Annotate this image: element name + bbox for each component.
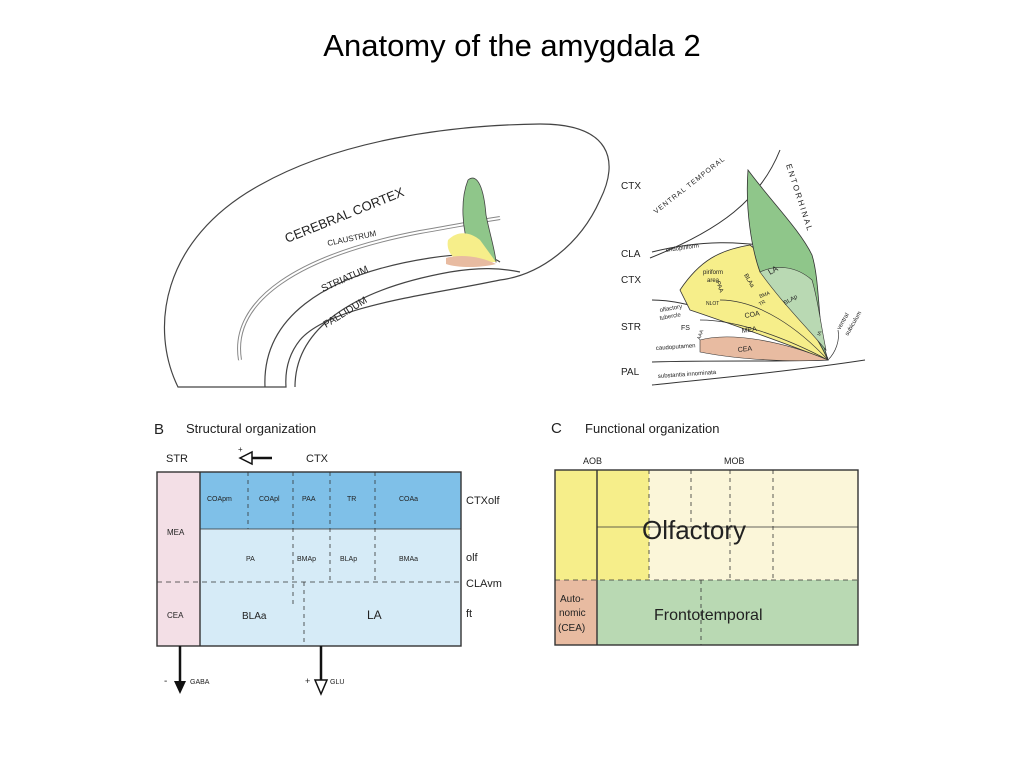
panel-b-title: Structural organization <box>186 421 316 436</box>
aob-column <box>555 470 597 580</box>
detail-row-ctx-1: CTX <box>621 181 641 192</box>
aob-label: AOB <box>583 456 602 466</box>
olfactory-tubercle-label-2: tubercle <box>659 312 682 322</box>
autonomic-label-1: Auto- <box>560 594 584 605</box>
endopiriform-label: endopiriform <box>665 243 699 254</box>
panel-a-brain <box>163 123 610 388</box>
ctx-to-str-arrow <box>238 450 272 466</box>
amygdala-yellow-region <box>447 233 496 262</box>
region-bma: BMA <box>759 290 772 300</box>
region-tr: TR <box>758 299 767 308</box>
panel-a-detail <box>649 149 866 386</box>
detail-row-cla: CLA <box>621 249 641 260</box>
vt-boundary-line <box>649 149 781 259</box>
autonomic-label-3: (CEA) <box>558 623 585 634</box>
detail-row-ctx-2: CTX <box>621 275 641 286</box>
cell-tr: TR <box>347 496 356 503</box>
region-nlot: NLOT <box>706 301 719 307</box>
row-label-olf: olf <box>466 552 479 564</box>
row-label-ft: ft <box>466 608 472 620</box>
pal-bottom-line <box>651 359 866 386</box>
caudoputamen-label: caudoputamen <box>656 343 696 352</box>
gaba-arrow <box>174 646 186 694</box>
olfactory-yellow-cell <box>597 470 649 580</box>
hemisphere-outline <box>163 123 610 388</box>
cell-bmap: BMAp <box>297 556 316 563</box>
cell-coapl: COApl <box>259 496 280 503</box>
cell-pa: PA <box>246 556 255 563</box>
functional-grid <box>554 469 859 646</box>
mea-cea-column <box>157 472 200 646</box>
piriform-label-1: piriform <box>703 270 723 276</box>
gaba-sign: - <box>164 676 167 687</box>
olfactory-tubercle-label-1: olfactory <box>659 304 682 314</box>
cell-paa: PAA <box>302 496 316 503</box>
functional-frame <box>554 469 859 646</box>
panel-b-ctx-label: CTX <box>306 453 329 465</box>
cell-bmaa: BMAa <box>399 556 418 563</box>
structural-grid <box>156 471 462 647</box>
autonomic-cell <box>555 580 597 645</box>
cell-mea: MEA <box>167 528 185 537</box>
panel-c-title: Functional organization <box>585 421 719 436</box>
cell-cea: CEA <box>167 611 184 620</box>
olf-ft-rows <box>200 529 461 646</box>
panel-c-letter: C <box>551 420 562 437</box>
row-label-ctxolf: CTXolf <box>466 495 501 507</box>
piriform-label-2: area <box>707 278 720 284</box>
region-cea: CEA <box>737 345 752 354</box>
cell-coaa: COAa <box>399 496 418 503</box>
region-paa: PAA <box>714 281 724 294</box>
frontotemporal-cell <box>597 580 858 645</box>
ventral-temporal-label: VENTRAL TEMPORAL <box>653 156 727 216</box>
cell-coapm: COApm <box>207 496 232 503</box>
autonomic-label-2: nomic <box>559 608 586 619</box>
pallidum-boundary <box>294 268 521 388</box>
region-ia: IA <box>816 330 823 337</box>
cell-la: LA <box>367 608 382 622</box>
frontotemporal-label: Frontotemporal <box>654 607 763 624</box>
panel-b-arrow-sign: + <box>238 445 243 454</box>
ctxolf-row <box>200 472 461 529</box>
olfactory-label: Olfactory <box>642 515 746 545</box>
substantia-innominata-label: substantia innominata <box>658 370 717 380</box>
row-label-clavm: CLAvm <box>466 578 502 590</box>
gaba-label: GABA <box>190 679 210 686</box>
region-aaa: AAA <box>696 329 705 341</box>
cell-blaa: BLAa <box>242 611 267 622</box>
glu-label: GLU <box>330 679 344 686</box>
glu-arrow <box>313 646 329 696</box>
detail-la-green <box>759 267 827 352</box>
detail-row-pal: PAL <box>621 367 640 378</box>
region-coa: COA <box>744 310 760 320</box>
region-mea: MEA <box>741 326 757 335</box>
region-fs: FS <box>681 325 690 332</box>
slide-title: Anatomy of the amygdala 2 <box>323 28 701 63</box>
panel-b-str-label: STR <box>166 453 188 465</box>
glu-sign: + <box>305 676 310 686</box>
cell-blap: BLAp <box>340 556 357 563</box>
panel-b-letter: B <box>154 421 164 438</box>
mob-label: MOB <box>724 456 745 466</box>
olfactory-cream-area <box>649 470 858 580</box>
amygdala-peach-region <box>446 256 496 267</box>
structural-frame <box>156 471 462 647</box>
detail-row-str: STR <box>621 322 641 333</box>
